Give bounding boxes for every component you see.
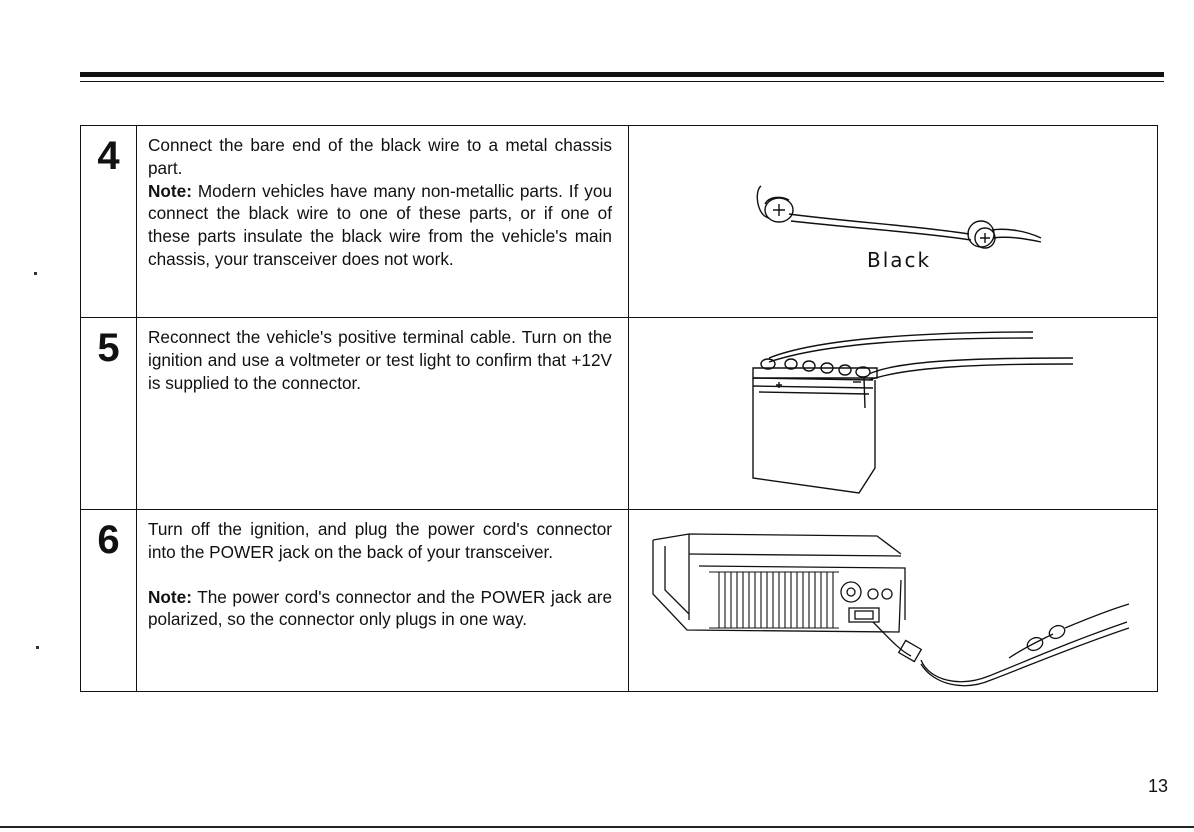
step-number: 6	[81, 510, 137, 692]
step-row-4: 4 Connect the bare end of the black wire…	[81, 126, 1157, 318]
transceiver-rear-figure	[652, 533, 1130, 687]
step-note: Note: Modern vehicles have many non-meta…	[148, 180, 612, 271]
steps-table: 4 Connect the bare end of the black wire…	[80, 125, 1158, 692]
page-number: 13	[1148, 776, 1169, 796]
header-rule-thin	[80, 81, 1164, 82]
step-row-6: 6 Turn off the ignition, and plug the po…	[81, 510, 1157, 692]
step-note: Note: The power cord's connector and the…	[148, 586, 612, 632]
note-text: Modern vehicles have many non-metallic p…	[148, 180, 612, 269]
step-row-5: 5 Reconnect the vehicle's positive termi…	[81, 318, 1157, 510]
margin-mark	[34, 272, 37, 275]
margin-mark	[36, 646, 39, 649]
figure-cell	[628, 318, 1157, 509]
step-instruction: Turn off the ignition, and plug the powe…	[148, 519, 612, 562]
step-instruction: Reconnect the vehicle's positive termina…	[148, 327, 612, 393]
note-text: The power cord's connector and the POWER…	[148, 586, 612, 630]
step-number: 4	[81, 126, 137, 317]
step-instruction: Connect the bare end of the black wire t…	[148, 135, 612, 178]
header-rule-thick	[80, 72, 1164, 77]
black-wire-label: Black	[867, 248, 931, 272]
figure-cell: Black	[628, 126, 1157, 317]
footer-rule	[0, 826, 1194, 828]
ground-wire-figure: Black	[756, 185, 1042, 272]
step-text: Connect the bare end of the black wire t…	[148, 134, 612, 271]
figure-cell	[628, 510, 1157, 692]
battery-figure	[752, 331, 1074, 494]
note-label: Note:	[148, 586, 192, 607]
note-label: Note:	[148, 180, 192, 201]
step-text: Reconnect the vehicle's positive termina…	[148, 326, 612, 394]
step-text: Turn off the ignition, and plug the powe…	[148, 518, 612, 631]
step-number: 5	[81, 318, 137, 509]
